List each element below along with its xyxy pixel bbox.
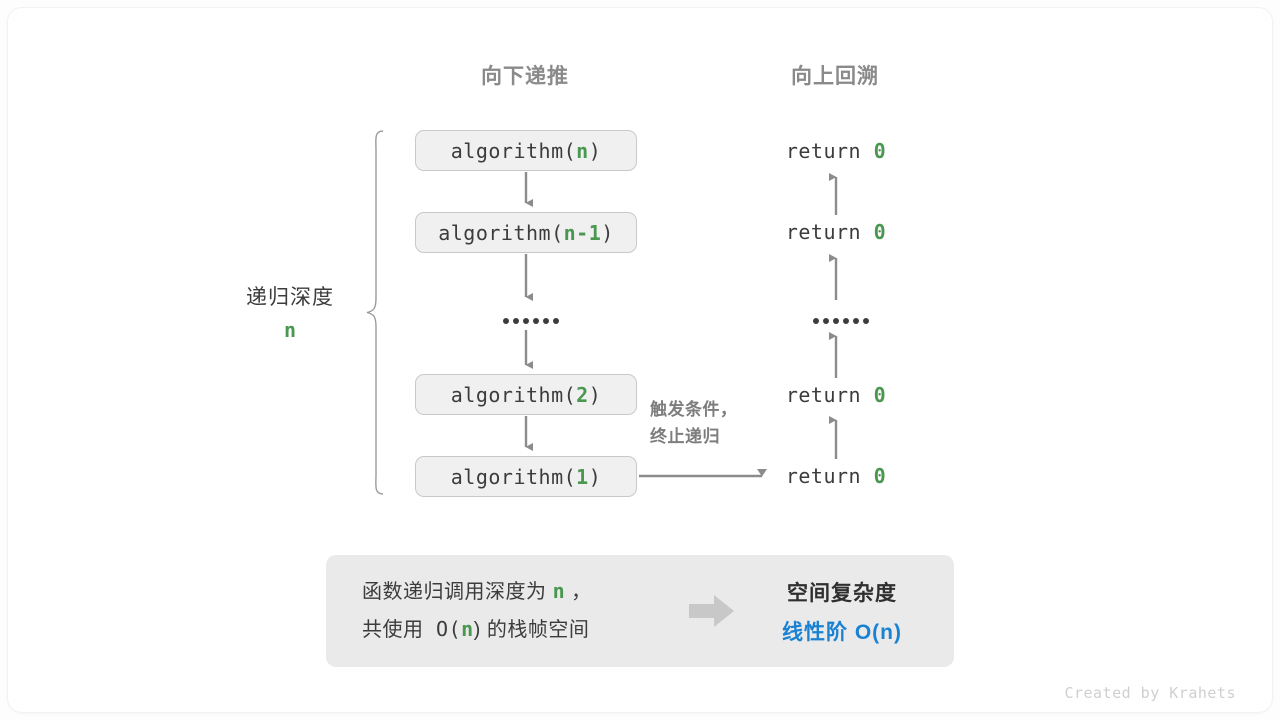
header-downward-recursion: 向下递推 (481, 65, 569, 88)
header-upward-backtrack: 向上回溯 (791, 65, 879, 88)
return-keyword: return (785, 220, 874, 244)
return-keyword: return (785, 139, 874, 163)
call-box-suffix: ) (588, 138, 602, 163)
call-stack-ellipsis-icon (503, 318, 559, 324)
complexity-value: 线性阶 O(n) (782, 620, 902, 644)
call-box-suffix: ) (588, 464, 602, 489)
summary-line2-var: n (461, 617, 474, 641)
call-box-prefix: algorithm( (450, 464, 577, 489)
right-block-arrow-icon (689, 595, 734, 627)
return-keyword: return (785, 464, 874, 488)
summary-line-2: 共使用 O(n) 的栈帧空间 (362, 611, 676, 649)
return-statement-top: return 0 (760, 139, 912, 163)
return-statement-base: return 0 (760, 464, 912, 488)
summary-line1-var: n (552, 579, 566, 603)
return-keyword: return (785, 383, 874, 407)
return-value: 0 (873, 383, 887, 407)
call-box-1[interactable]: algorithm(1) (415, 456, 637, 497)
summary-line-1: 函数递归调用深度为 n ， (362, 573, 676, 611)
summary-line1-b: ， (565, 581, 592, 603)
call-box-arg: 2 (576, 382, 589, 407)
call-box-suffix: ) (588, 382, 602, 407)
summary-line1-a: 函数递归调用深度为 (362, 581, 553, 603)
return-value: 0 (873, 220, 887, 244)
termination-note-line2: 终止递归 (650, 427, 720, 446)
call-box-suffix: ) (601, 220, 614, 245)
call-box-arg: n-1 (563, 220, 602, 245)
call-box-arg: n (576, 138, 589, 163)
return-statement-second: return 0 (760, 220, 912, 244)
complexity-title: 空间复杂度 (787, 581, 897, 605)
termination-note-line1: 触发条件， (650, 400, 738, 419)
recursion-depth-value: n (283, 318, 297, 342)
return-value: 0 (873, 464, 887, 488)
call-box-prefix: algorithm( (450, 382, 577, 407)
return-statement-fourth: return 0 (760, 383, 912, 407)
summary-panel: 函数递归调用深度为 n ， 共使用 O(n) 的栈帧空间 空间复杂度 线性阶 O… (326, 555, 954, 667)
call-box-n-minus-1[interactable]: algorithm(n-1) (415, 212, 637, 253)
recursion-depth-label: 递归深度 n (215, 281, 365, 342)
return-value: 0 (873, 139, 887, 163)
summary-description: 函数递归调用深度为 n ， 共使用 O(n) 的栈帧空间 (326, 573, 676, 649)
summary-line2-a: 共使用 O( (362, 617, 462, 641)
summary-arrow-wrap (676, 594, 748, 628)
summary-line2-b: ) 的栈帧空间 (473, 619, 590, 641)
summary-result: 空间复杂度 线性阶 O(n) (748, 577, 954, 646)
call-box-n[interactable]: algorithm(n) (415, 130, 637, 171)
recursion-depth-text: 递归深度 (246, 286, 334, 309)
credit-text: Created by Krahets (1064, 684, 1236, 702)
call-box-arg: 1 (576, 464, 589, 489)
termination-note: 触发条件， 终止递归 (650, 396, 738, 450)
call-box-prefix: algorithm( (450, 138, 577, 163)
call-box-2[interactable]: algorithm(2) (415, 374, 637, 415)
call-box-prefix: algorithm( (438, 220, 564, 245)
return-ellipsis-icon (813, 318, 869, 324)
